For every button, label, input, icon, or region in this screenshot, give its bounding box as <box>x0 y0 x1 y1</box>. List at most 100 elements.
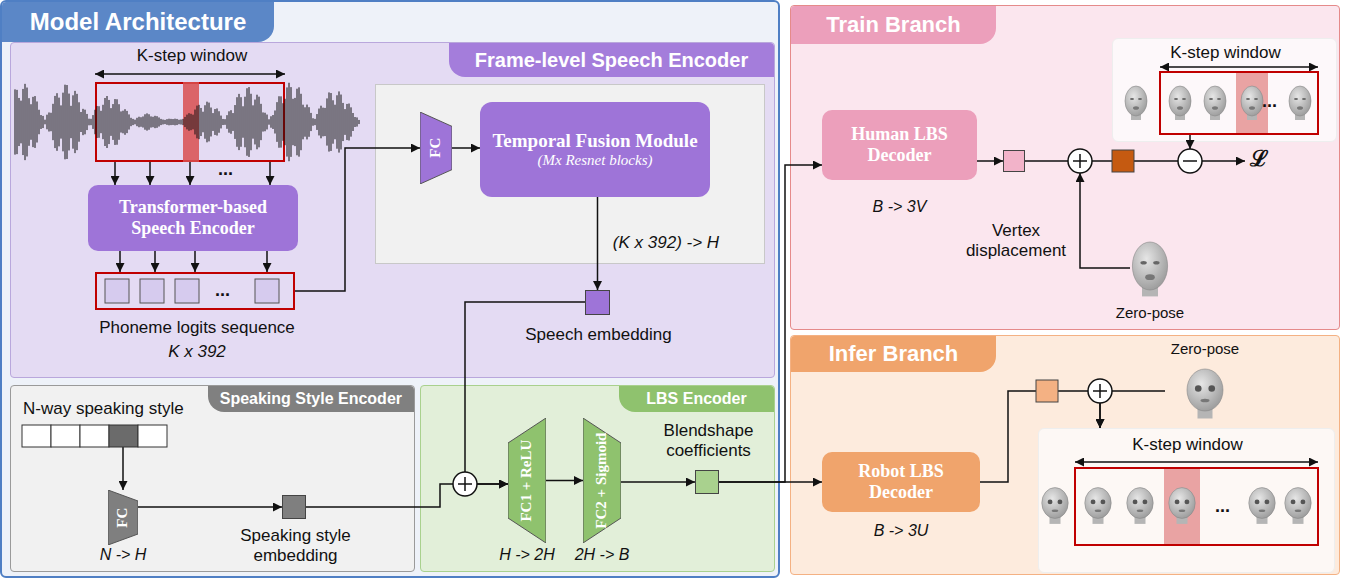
mouth <box>1249 106 1255 110</box>
wave-stroke <box>229 111 230 132</box>
mouth <box>1212 106 1218 110</box>
connector <box>719 165 822 482</box>
minus-operator <box>1178 149 1202 173</box>
wave-stroke <box>277 102 278 142</box>
title-tab: Train Branch <box>791 6 996 44</box>
wave-stroke <box>351 107 352 136</box>
node-text: (Mx Resnet blocks) <box>538 152 653 169</box>
wave-stroke <box>239 94 240 150</box>
wave-stroke <box>61 105 62 138</box>
wave-stroke <box>335 105 336 140</box>
wave-stroke <box>297 89 298 156</box>
wave-stroke <box>305 107 306 136</box>
highlight-frame <box>183 82 199 162</box>
node-text: Robot LBS Decoder <box>830 461 972 502</box>
node-text: K-step window <box>1113 43 1338 63</box>
robot-face <box>1085 488 1111 524</box>
node-text: LBS Encoder <box>646 390 746 408</box>
wave-stroke <box>147 113 148 130</box>
node-text: FC2 + Sigmoid <box>593 432 610 528</box>
wave-stroke <box>165 120 166 124</box>
connector <box>980 391 1100 482</box>
connector <box>295 148 420 291</box>
mouth <box>1295 509 1302 512</box>
wave-stroke <box>113 104 114 140</box>
node-text: K x 392 <box>77 342 317 362</box>
operators <box>453 149 1202 496</box>
eye <box>1246 98 1250 100</box>
neck <box>1210 110 1220 120</box>
mouth <box>1179 509 1186 512</box>
wave-stroke <box>339 91 340 152</box>
node-text: (K x 392) -> H <box>576 233 756 253</box>
decoder-box: Robot LBS DecoderB -> 3U <box>822 452 980 512</box>
title-tab: Speaking Style Encoder <box>208 386 414 412</box>
wave-stroke <box>139 117 140 128</box>
node-text: Frame-level Speech Encoder <box>475 49 748 72</box>
wave-stroke <box>265 113 266 132</box>
frame-arrows <box>115 162 270 272</box>
wave-stroke <box>133 119 134 125</box>
wave-stroke <box>263 112 264 131</box>
wave-stroke <box>311 113 312 131</box>
wave-stroke <box>179 120 180 124</box>
text-holder: Speaking style embedding <box>213 526 378 565</box>
wire <box>1134 160 1178 162</box>
embedding-square: Speech embedding <box>585 290 610 315</box>
head <box>1249 488 1275 519</box>
wave-stroke <box>155 116 156 128</box>
text-holder: Zero-pose <box>1165 340 1245 357</box>
embedding-square: Speaking style embedding <box>282 495 306 519</box>
wave-stroke <box>197 106 198 139</box>
node-text: Temporal Fusion Module <box>492 130 697 152</box>
wave-stroke <box>349 104 350 141</box>
wave-stroke <box>41 115 42 129</box>
wave-stroke <box>105 98 106 146</box>
wave-stroke <box>299 87 300 156</box>
text-holder: Blendshape coefficients <box>651 421 766 460</box>
wave-stroke <box>203 112 204 133</box>
window-outline <box>1160 72 1318 134</box>
logit-cells <box>105 279 279 303</box>
node-text: Blendshape coefficients <box>651 421 766 460</box>
wire <box>1202 160 1245 162</box>
wave-stroke <box>247 88 248 156</box>
robot-face <box>1249 488 1275 524</box>
neck <box>1131 110 1141 120</box>
wave-stroke <box>355 117 356 127</box>
node-text: Human LBS Decoder <box>830 124 969 165</box>
eye <box>1209 98 1213 100</box>
wave-stroke <box>237 97 238 147</box>
neck <box>1247 110 1257 120</box>
wave-stroke <box>177 119 178 125</box>
eye <box>1255 499 1260 504</box>
connector <box>306 484 508 507</box>
text-holder: H -> 2H <box>482 546 572 564</box>
neck <box>1135 513 1146 524</box>
neck <box>1257 513 1268 524</box>
panel: LBS EncoderFC1 + ReLUH -> 2HFC2 + Sigmoi… <box>420 385 775 572</box>
eye <box>1265 499 1270 504</box>
neck <box>1295 110 1305 120</box>
wave-stroke <box>35 96 36 148</box>
node-text: Infer Branch <box>829 341 959 366</box>
wave-stroke <box>111 108 112 136</box>
eye <box>1291 499 1296 504</box>
operator-stroke <box>1079 154 1081 168</box>
wave-stroke <box>27 88 28 157</box>
wave-stroke <box>137 118 138 126</box>
wave-stroke <box>359 120 360 124</box>
wave-stroke <box>181 119 182 124</box>
wave-stroke <box>285 99 286 145</box>
wave-stroke <box>219 111 220 133</box>
eye <box>1195 385 1202 392</box>
text-holder: Zero-pose <box>1110 304 1190 321</box>
wave-stroke <box>97 106 98 138</box>
node-text: Model Architecture <box>30 8 246 36</box>
window-arrow <box>95 73 285 75</box>
faces <box>1042 86 1311 524</box>
eye <box>1153 261 1159 265</box>
wave-stroke <box>257 95 258 150</box>
one-hot-vector: N-way speaking style <box>22 425 167 447</box>
wave-stroke <box>323 108 324 137</box>
